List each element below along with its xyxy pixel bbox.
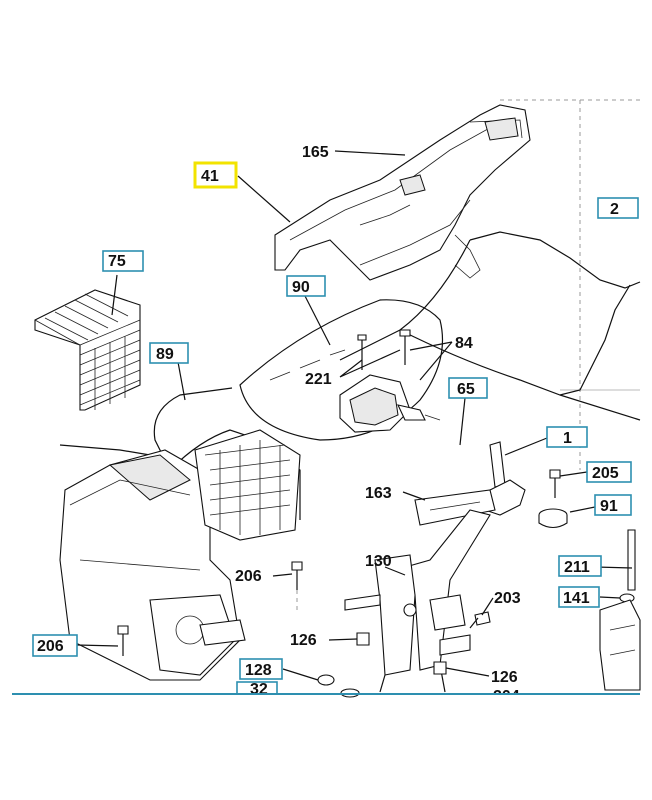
callout-163[interactable]: 163	[365, 485, 392, 502]
bolt-206-left	[117, 625, 129, 656]
chute-cover-part	[274, 104, 531, 281]
callout-221[interactable]: 221	[305, 371, 332, 388]
callout-75-label: 75	[108, 253, 126, 270]
callout-1-label: 1	[563, 430, 572, 447]
callout-75[interactable]: 75	[102, 250, 144, 272]
callout-90[interactable]: 90	[286, 275, 326, 297]
callout-32-label: 32	[250, 681, 268, 698]
callout-203[interactable]: 203	[494, 590, 521, 607]
callout-2[interactable]: 2	[597, 197, 639, 219]
callout-130[interactable]: 130	[365, 553, 392, 570]
callout-141[interactable]: 141	[558, 586, 600, 608]
callout-126-right-label: 126	[491, 669, 518, 686]
callout-203-label: 203	[494, 590, 521, 607]
callout-163-label: 163	[365, 485, 392, 502]
callout-126-right[interactable]: 126	[491, 669, 518, 686]
callout-211-label: 211	[564, 559, 590, 576]
callout-41-label: 41	[201, 168, 219, 185]
callout-130-label: 130	[365, 553, 392, 570]
callout-126-left-label: 126	[290, 632, 317, 649]
engine-part	[59, 429, 301, 681]
callout-141-label: 141	[563, 590, 590, 607]
callout-206-right[interactable]: 206	[235, 568, 262, 585]
callout-165[interactable]: 165	[302, 144, 329, 161]
callout-165-label: 165	[302, 144, 329, 161]
callout-204-label: 204	[493, 688, 520, 705]
callout-2-label: 2	[610, 201, 619, 218]
callout-89-label: 89	[156, 346, 174, 363]
callout-206-left-label: 206	[37, 638, 64, 655]
washer-128	[317, 674, 335, 686]
callout-65-label: 65	[457, 381, 475, 398]
callout-84[interactable]: 84	[455, 335, 473, 352]
rod-211	[627, 529, 636, 591]
callout-211[interactable]: 211	[558, 555, 602, 577]
callout-89[interactable]: 89	[149, 342, 189, 364]
drive-unit-part	[339, 329, 441, 433]
nut-126-right	[433, 661, 447, 675]
bolt-203	[469, 611, 491, 629]
bottom-baseline	[12, 693, 640, 695]
grate-part	[34, 289, 141, 411]
control-lever-part	[344, 441, 526, 693]
callout-205-label: 205	[592, 465, 619, 482]
callout-90-label: 90	[292, 279, 310, 296]
callout-32[interactable]: 32	[236, 681, 278, 698]
nut-126-left	[356, 632, 370, 646]
frame-lines	[500, 99, 640, 470]
callout-84-label: 84	[455, 335, 473, 352]
bolt-206-right	[291, 561, 303, 610]
knob-91	[538, 508, 568, 529]
callout-204[interactable]: 204	[493, 688, 520, 705]
bracket-right	[599, 599, 641, 691]
callout-206-left[interactable]: 206	[32, 634, 78, 657]
callout-205[interactable]: 205	[586, 461, 632, 483]
callout-1[interactable]: 1	[546, 426, 588, 448]
callout-206-right-label: 206	[235, 568, 262, 585]
bolt-205	[549, 469, 561, 498]
leader-lines	[76, 150, 633, 681]
callout-91[interactable]: 91	[594, 494, 632, 516]
callout-65[interactable]: 65	[448, 377, 488, 399]
callout-41[interactable]: 41	[193, 161, 238, 189]
callout-221-label: 221	[305, 371, 332, 388]
callout-126-left[interactable]: 126	[290, 632, 317, 649]
callout-128-label: 128	[245, 662, 272, 679]
callout-91-label: 91	[600, 498, 618, 515]
callout-128[interactable]: 128	[239, 658, 283, 680]
